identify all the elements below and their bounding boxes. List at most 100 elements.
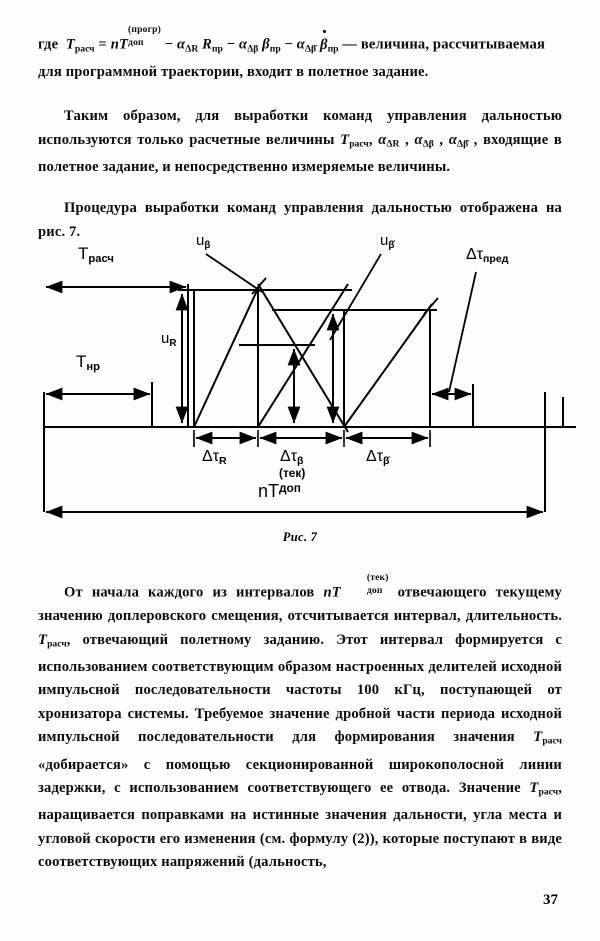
label-nt-dop-sup: (тек) bbox=[279, 465, 306, 480]
p4-sym-sub: доп bbox=[366, 584, 383, 596]
label-u-beta-dot-sub: β̇ bbox=[388, 239, 395, 251]
formula-T-sup: (прогр) bbox=[128, 24, 161, 36]
formula-beta-dot-sub: пр bbox=[327, 43, 339, 55]
label-d-tau-r: ΔτR bbox=[202, 448, 227, 467]
formula-R: R bbox=[202, 36, 212, 53]
label-d-tau-pred-base: Δτ bbox=[466, 246, 484, 263]
peak-tick-1 bbox=[251, 277, 267, 295]
p2-after: входящие в полетное задание, и непосредс… bbox=[38, 131, 562, 175]
formula-equals: = bbox=[98, 36, 107, 53]
label-t-nr-sub: нр bbox=[86, 361, 101, 374]
label-d-tau-beta-dot-sub: β̇ bbox=[383, 454, 390, 467]
label-u-r-sub: R bbox=[169, 337, 177, 349]
paragraph-formula: где Tрасч = nT(прогр)доп − αΔR Rпр − αΔβ… bbox=[38, 25, 562, 84]
p4-t1: От начала каждого из интервалов bbox=[64, 584, 315, 601]
p4-sym4-base: T bbox=[529, 780, 539, 797]
label-d-tau-r-sub: R bbox=[219, 454, 227, 467]
formula-minus-1: − bbox=[164, 36, 174, 53]
label-d-tau-beta-dot-base: Δτ bbox=[366, 448, 384, 465]
label-t-nr: Tнр bbox=[76, 352, 100, 373]
p4-t5: , наращивается поправками на истинные зн… bbox=[38, 780, 562, 871]
leader-u-beta-dot bbox=[329, 253, 382, 341]
p2-sym4-base: α bbox=[448, 131, 458, 148]
formula-T-base: T bbox=[118, 36, 129, 53]
formula-beta-sub: пр bbox=[269, 43, 281, 55]
label-u-beta: uβ bbox=[196, 232, 210, 251]
paragraph-3: Процедура выработки команд управления да… bbox=[38, 197, 562, 244]
p4-t3: , отвечающий полетному заданию. Этот инт… bbox=[38, 631, 562, 746]
ramp-u-r bbox=[193, 283, 261, 428]
paragraph-3-text: Процедура выработки команд управления да… bbox=[38, 200, 562, 240]
formula-alpha-3: α bbox=[296, 36, 306, 53]
paragraph-2: Таким образом, для выработки команд упра… bbox=[38, 105, 562, 179]
p4-sym4-sub: расч bbox=[538, 786, 559, 798]
label-t-rasch-sub: расч bbox=[88, 253, 114, 266]
leader-u-beta bbox=[205, 253, 263, 293]
formula-T-supsub: (прогр)доп bbox=[128, 25, 161, 51]
ramp-u-beta bbox=[257, 283, 349, 428]
ramp-u-beta-dot bbox=[343, 303, 433, 428]
p2-sym3-base: α bbox=[414, 131, 423, 148]
label-u-beta-base: u bbox=[196, 232, 205, 249]
label-d-tau-beta-dot: Δτβ̇ bbox=[366, 448, 389, 467]
p4-t4: «добирается» с помощью секционированной … bbox=[38, 756, 562, 797]
formula-alpha-2: α bbox=[238, 36, 248, 53]
figure-caption: Рис. 7 bbox=[282, 530, 318, 544]
leader-d-tau-pred bbox=[448, 271, 477, 393]
p2-sym1-base: T bbox=[340, 131, 350, 148]
label-nt-dop-sub: доп bbox=[279, 480, 301, 495]
formula-minus-3: − bbox=[284, 36, 293, 53]
label-d-tau-beta-sub: β bbox=[297, 454, 304, 467]
paragraph-4: От начала каждого из интервалов nT(тек)д… bbox=[38, 573, 562, 875]
label-d-tau-pred-sub: пред bbox=[483, 252, 509, 265]
figure-7: Tрасч Tнр uR uβ uβ̇ Δτпред ΔτR Δτβ Δτβ̇ … bbox=[0, 232, 600, 552]
p4-sym2-base: T bbox=[38, 631, 48, 648]
formula-tail: — величина, рассчитываемая для программн… bbox=[38, 36, 546, 80]
formula-line: где Tрасч = nT(прогр)доп − αΔR Rпр − αΔβ… bbox=[38, 25, 562, 84]
p2-sym2-base: α bbox=[378, 131, 387, 148]
formula-alpha-2-sub: Δβ bbox=[247, 43, 259, 55]
formula-alpha-1-sub: ΔR bbox=[185, 43, 199, 55]
formula-beta-dot: β bbox=[320, 30, 328, 58]
p4-sym2-sub: расч bbox=[47, 638, 67, 650]
label-u-beta-sub: β bbox=[204, 239, 211, 251]
formula-lead: где bbox=[38, 36, 59, 53]
p2-sym3-sub: Δβ bbox=[422, 138, 434, 150]
formula-T-sub: доп bbox=[128, 36, 144, 48]
p2-sym1-sub: расч bbox=[349, 138, 369, 150]
p2-sym2-sub: ΔR bbox=[386, 138, 400, 150]
label-u-r: uR bbox=[161, 330, 176, 349]
p4-sym3-sub: расч bbox=[542, 736, 562, 748]
label-t-rasch: Tрасч bbox=[78, 244, 114, 265]
label-nt-dop-supsub: (тек)доп bbox=[279, 467, 305, 500]
label-u-beta-dot-base: u bbox=[380, 232, 389, 249]
figure-7-svg bbox=[43, 253, 576, 519]
label-u-beta-dot: uβ̇ bbox=[380, 232, 394, 251]
p4-sym3-base: T bbox=[533, 729, 543, 746]
paragraph-2-text: Таким образом, для выработки команд упра… bbox=[38, 108, 562, 175]
label-t-nr-base: T bbox=[76, 352, 87, 371]
label-d-tau-beta: Δτβ bbox=[280, 448, 303, 467]
label-nt-dop-base: nT bbox=[258, 480, 280, 501]
formula-alpha-3-sub: Δβ̇ bbox=[305, 43, 317, 55]
label-u-r-base: u bbox=[161, 330, 170, 347]
label-nt-dop: nT(тек)доп bbox=[258, 467, 305, 502]
p2-before: Таким образом, для выработки команд упра… bbox=[38, 108, 562, 148]
formula-minus-2: − bbox=[226, 36, 236, 53]
peak-tick-2 bbox=[423, 297, 439, 315]
p4-sym-supsub: (тек)доп bbox=[341, 573, 389, 599]
formula-R-sub: пр bbox=[211, 43, 223, 55]
label-t-rasch-base: T bbox=[78, 244, 89, 263]
formula-lhs-base: T bbox=[65, 36, 75, 53]
label-d-tau-pred: Δτпред bbox=[466, 246, 508, 265]
p4-sym-base: nT bbox=[323, 584, 341, 601]
p4-t2: отвечающего текущему значению доплеровск… bbox=[38, 584, 562, 625]
label-d-tau-r-base: Δτ bbox=[202, 448, 220, 465]
formula-lhs-sub: расч bbox=[74, 43, 95, 55]
p4-sym-sup: (тек) bbox=[366, 572, 389, 584]
formula-alpha-1: α bbox=[177, 36, 186, 53]
p2-sym4-sub: Δβ̇ bbox=[457, 138, 469, 150]
label-d-tau-beta-base: Δτ bbox=[280, 448, 298, 465]
formula-n: n bbox=[110, 36, 119, 53]
